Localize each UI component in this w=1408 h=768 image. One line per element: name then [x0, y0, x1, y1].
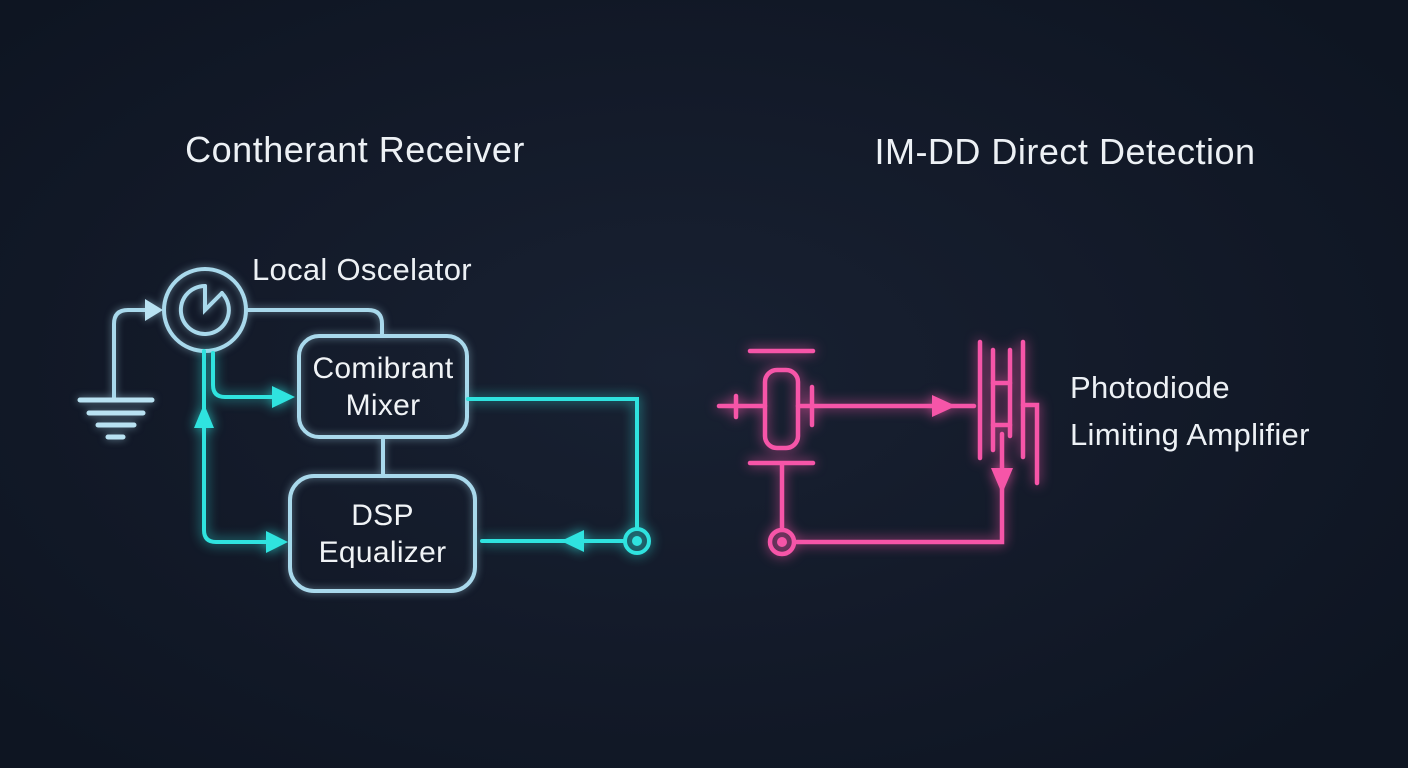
oscillator-to-mixer-top-wire — [244, 308, 384, 336]
oscillator-input-wire — [112, 308, 147, 400]
imdd-circuit — [716, 339, 1040, 557]
limiting-amplifier-label: Limiting Amplifier — [1070, 417, 1310, 452]
dsp-label-line2: Equalizer — [318, 535, 447, 569]
arrow-up-to-oscillator — [194, 404, 214, 428]
arrow-down-from-photodiode — [991, 468, 1013, 494]
arrow-toward-dsp — [561, 530, 584, 552]
photodiode-output-wire — [792, 431, 1005, 545]
imdd-title: IM-DD Direct Detection — [874, 131, 1256, 172]
arrow-into-oscillator-icon — [145, 299, 163, 321]
arrow-into-dsp — [266, 531, 288, 553]
mixer-label-line2: Mixer — [345, 388, 421, 422]
modulator-icon — [733, 367, 815, 451]
ground-icon — [77, 397, 155, 440]
oscillator-to-mixer-wire — [211, 351, 274, 399]
dsp-label: DSP Equalizer — [290, 476, 475, 591]
local-oscillator-label: Local Oscelator — [252, 252, 472, 287]
photodiode-label: Photodiode — [1070, 370, 1230, 405]
local-oscillator-icon — [162, 267, 248, 353]
arrow-into-mixer — [272, 386, 295, 408]
arrow-into-photodiode — [932, 395, 956, 417]
photodiode-icon — [977, 339, 1040, 486]
coherent-output-node-icon — [623, 527, 651, 555]
feedback-vertical-wire — [202, 349, 268, 544]
mixer-label-line1: Comibrant — [312, 351, 454, 385]
coherent-signal-paths — [194, 349, 651, 555]
mixer-label: Comibrant Mixer — [299, 336, 467, 437]
dsp-label-line1: DSP — [351, 498, 414, 532]
mixer-output-wire — [466, 397, 639, 530]
coherent-receiver-title: Contherant Receiver — [185, 129, 525, 170]
coherent-receiver-structure — [77, 267, 477, 593]
imdd-output-node-icon — [767, 527, 797, 557]
